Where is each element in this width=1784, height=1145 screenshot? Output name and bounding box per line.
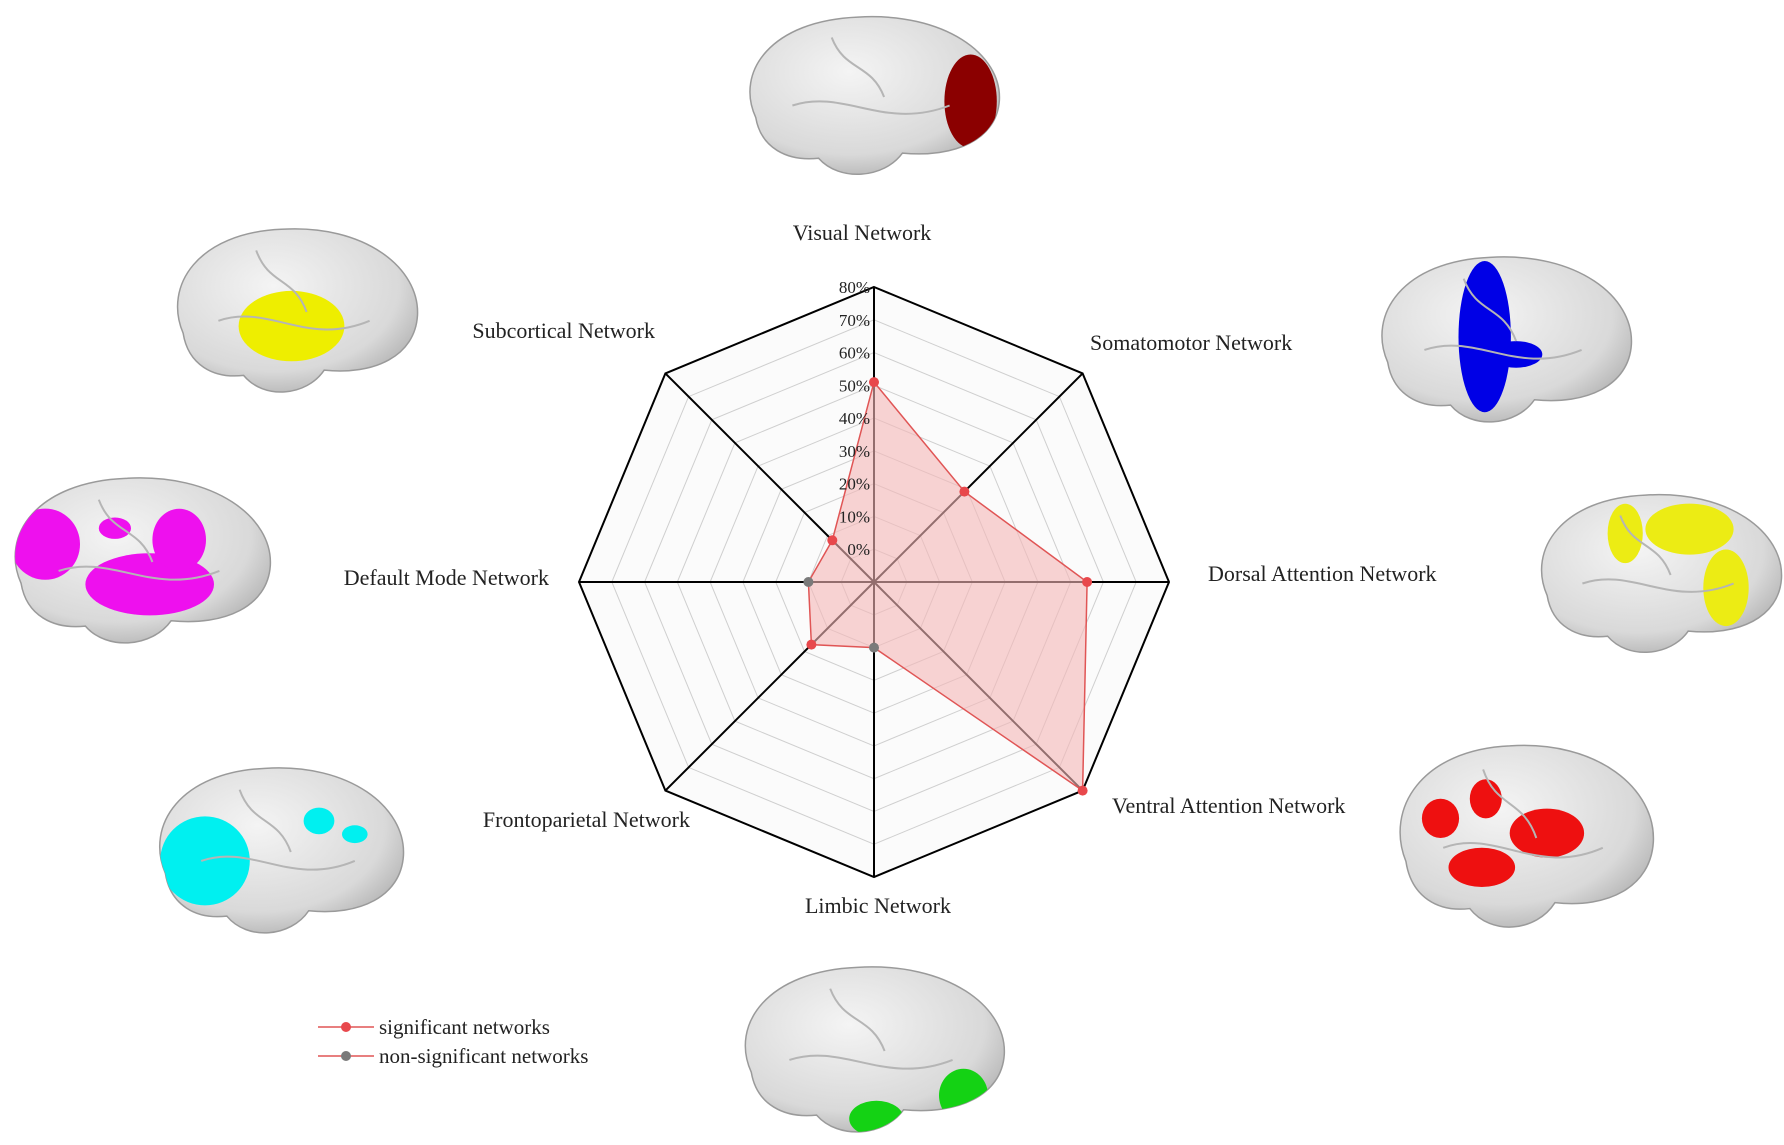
network-region xyxy=(1703,549,1749,627)
network-region xyxy=(1645,503,1734,555)
tick-label: 20% xyxy=(839,475,870,494)
brain-sulcus xyxy=(218,250,370,331)
brain-map-visual-network xyxy=(749,15,1001,176)
data-point-subcortical-network xyxy=(827,535,838,546)
brain-map-frontoparietal-network xyxy=(159,767,405,934)
data-point-default-mode-network xyxy=(803,577,814,587)
network-region xyxy=(342,825,368,844)
tick-label: 0% xyxy=(847,540,870,559)
tick-label: 40% xyxy=(839,409,870,428)
axis-label-subcortical-network: Subcortical Network xyxy=(472,318,655,343)
brain-map-ventral-attention-network xyxy=(1399,744,1655,928)
brain-map-somatomotor-network xyxy=(1381,256,1633,423)
network-region xyxy=(1458,261,1511,413)
network-region xyxy=(1489,341,1543,368)
legend: significant networks non-significant netw… xyxy=(318,1015,588,1068)
brain-sulcus xyxy=(789,988,953,1070)
axis-label-somatomotor-network: Somatomotor Network xyxy=(1090,330,1292,355)
brain-map-subcortical-network xyxy=(176,228,419,393)
data-point-dorsal-attention-network xyxy=(1082,577,1093,587)
network-region xyxy=(1607,503,1643,564)
network-region xyxy=(1509,808,1585,858)
data-point-frontoparietal-network xyxy=(806,639,817,650)
tick-label: 10% xyxy=(839,507,870,526)
brain-sulcus xyxy=(792,37,950,115)
brain-map-limbic-network xyxy=(744,966,1006,1133)
network-region xyxy=(303,807,335,835)
brain-sulcus xyxy=(200,789,356,871)
radial-tick-labels: 80% 70% 60% 50% 40% 30% 20% 10% 0% xyxy=(839,278,870,559)
legend-marker xyxy=(341,1022,351,1032)
network-region xyxy=(152,508,206,571)
network-region xyxy=(1469,779,1502,819)
radar-data xyxy=(803,377,1093,796)
network-region xyxy=(238,290,345,362)
data-point-ventral-attention-network xyxy=(1077,785,1088,796)
brain-map-default-mode-network xyxy=(14,477,272,644)
axis-label-limbic-network: Limbic Network xyxy=(805,893,951,918)
tick-label: 50% xyxy=(839,376,870,395)
tick-label: 30% xyxy=(839,442,870,461)
brain-maps xyxy=(14,15,1783,1133)
data-point-limbic-network xyxy=(869,642,879,653)
legend-label: non-significant networks xyxy=(379,1044,588,1068)
network-region xyxy=(1448,847,1516,888)
axis-label-visual-network: Visual Network xyxy=(793,220,932,245)
tick-label: 70% xyxy=(839,311,870,330)
data-point-visual-network xyxy=(869,377,879,388)
axis-label-default-mode-network: Default Mode Network xyxy=(344,565,549,590)
network-region xyxy=(15,508,80,580)
axis-label-ventral-attention-network: Ventral Attention Network xyxy=(1112,793,1345,818)
tick-label: 60% xyxy=(839,344,870,363)
network-region xyxy=(160,816,250,906)
brain-sulcus xyxy=(1442,769,1604,859)
legend-marker xyxy=(341,1051,351,1061)
brain-surface xyxy=(749,15,1001,176)
axis-label-dorsal-attention-network: Dorsal Attention Network xyxy=(1208,561,1437,586)
network-region xyxy=(98,517,131,539)
brain-map-dorsal-attention-network xyxy=(1540,493,1783,654)
brain-sulcus xyxy=(58,499,220,581)
data-point-somatomotor-network xyxy=(959,486,970,497)
legend-label: significant networks xyxy=(379,1015,550,1039)
brain-sulcus xyxy=(1582,515,1734,593)
network-region xyxy=(944,54,997,149)
brain-sulcus xyxy=(1424,278,1582,360)
axis-label-frontoparietal-network: Frontoparietal Network xyxy=(483,807,690,832)
tick-label: 80% xyxy=(839,278,870,297)
network-region xyxy=(1421,798,1460,839)
